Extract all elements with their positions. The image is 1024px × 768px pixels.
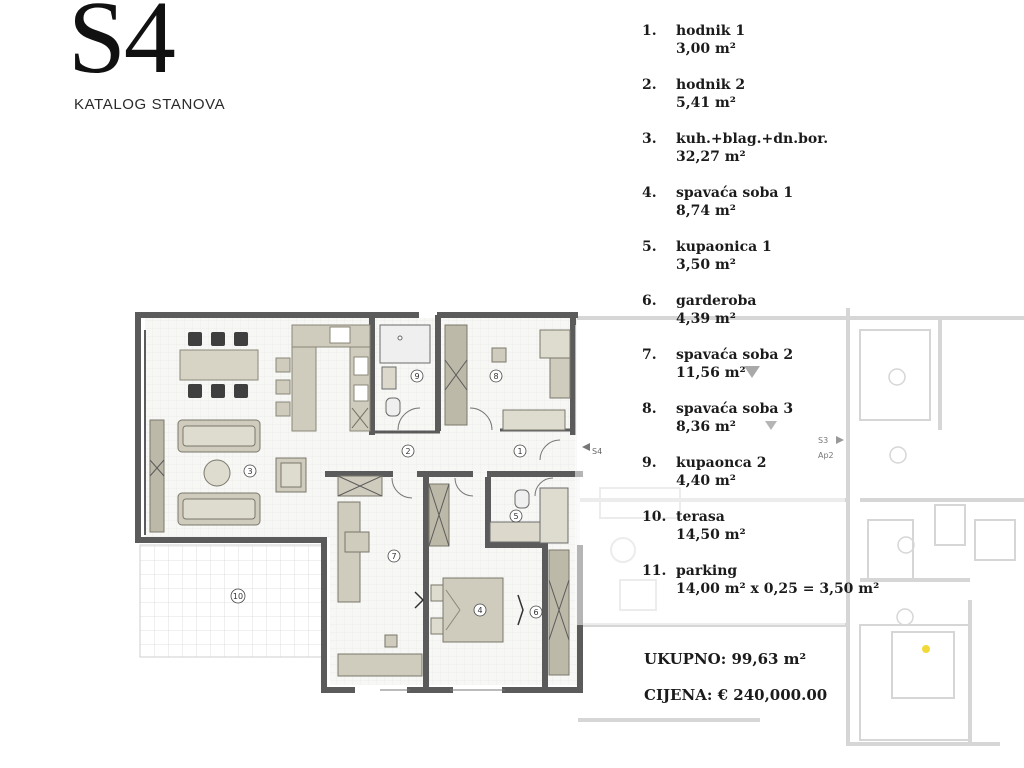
room-number-4 — [473, 603, 487, 617]
marker-dot — [922, 645, 930, 653]
dining-set — [179, 332, 291, 417]
legend-room-area: 14,50 m² — [676, 527, 746, 543]
legend-room-name: garderoba — [676, 293, 757, 309]
legend-backdrop — [575, 325, 845, 625]
entrance-label-s4: S4 — [592, 447, 602, 456]
legend-room-area: 11,56 m² — [676, 365, 746, 381]
room-number-3 — [243, 464, 257, 478]
legend-room-name: spavaća soba 2 — [676, 347, 794, 363]
legend-room-area: 8,36 m² — [676, 419, 736, 435]
legend-room-area: 5,41 m² — [676, 95, 736, 111]
room-number-2 — [401, 444, 415, 458]
legend-room-area: 8,74 m² — [676, 203, 736, 219]
legend-number: 4. — [642, 185, 657, 201]
legend-room-area: 3,50 m² — [676, 257, 736, 273]
room-number-6 — [529, 605, 543, 619]
legend-number: 5. — [642, 239, 657, 255]
legend-number: 3. — [642, 131, 657, 147]
page-title: S4 — [68, 0, 176, 95]
room-number-text: 10 — [233, 592, 243, 601]
room-number-text: 4 — [477, 606, 482, 615]
room-number-text: 9 — [414, 372, 419, 381]
bedroom-2-furniture — [337, 501, 423, 677]
room-number-7 — [387, 549, 401, 563]
legend-number: 7. — [642, 347, 657, 363]
living-room-furniture — [149, 419, 307, 533]
entrance-label-ap2: Ap2 — [818, 451, 834, 460]
legend-room-name: kupaonca 2 — [676, 455, 767, 471]
room-number-1 — [513, 444, 527, 458]
doors — [380, 407, 561, 691]
room-number-8 — [489, 369, 503, 383]
legend-room-name: spavaća soba 3 — [676, 401, 794, 417]
legend-number: 10. — [642, 509, 667, 525]
legend-room-name: spavaća soba 1 — [676, 185, 794, 201]
bedroom-1-furniture — [414, 549, 570, 676]
neighbour-apartment-ghost — [575, 308, 1024, 746]
legend-room-name: kuh.+blag.+dn.bor. — [676, 131, 829, 147]
legend-number: 1. — [642, 23, 657, 39]
room-number-9 — [410, 369, 424, 383]
room-number-text: 7 — [391, 552, 396, 561]
room-number-text: 6 — [533, 608, 538, 617]
room-number-10 — [230, 588, 246, 604]
legend-number: 8. — [642, 401, 657, 417]
legend-room-area: 4,40 m² — [676, 473, 736, 489]
catalog-subtitle: KATALOG STANOVA — [74, 96, 226, 113]
kitchen-counter — [291, 324, 371, 432]
terrace — [139, 544, 325, 658]
bathroom-1-fixtures — [489, 487, 569, 544]
legend-room-name: hodnik 2 — [676, 77, 746, 93]
entrance-markers: S4 S3 Ap2 — [582, 366, 844, 460]
room-number-text: 3 — [247, 467, 252, 476]
legend-number: 2. — [642, 77, 657, 93]
legend-room-area: 4,39 m² — [676, 311, 736, 327]
legend-room-name: kupaonica 1 — [676, 239, 772, 255]
legend-room-name: terasa — [676, 509, 725, 525]
legend-room-name: hodnik 1 — [676, 23, 746, 39]
legend-number: 11. — [642, 563, 667, 579]
total-area: UKUPNO: 99,63 m² — [644, 650, 807, 668]
corridor-details — [337, 475, 450, 547]
room-number-text: 5 — [513, 512, 518, 521]
legend-number: 9. — [642, 455, 657, 471]
bathroom-2-fixtures — [379, 324, 431, 417]
room-number-text: 1 — [517, 447, 522, 456]
legend-room-area: 32,27 m² — [676, 149, 746, 165]
room-number-text: 8 — [493, 372, 498, 381]
room-number-5 — [509, 509, 523, 523]
room-numbers — [230, 369, 543, 619]
entrance-label-s3: S3 — [818, 436, 828, 445]
bedroom-3-furniture — [444, 324, 571, 431]
walls — [135, 312, 583, 693]
legend-number: 6. — [642, 293, 657, 309]
price: CIJENA: € 240,000.00 — [644, 686, 828, 704]
legend-room-name: parking — [676, 563, 738, 579]
legend-room-area: 3,00 m² — [676, 41, 736, 57]
legend-room-area: 14,00 m² x 0,25 = 3,50 m² — [676, 581, 880, 597]
room-number-text: 2 — [405, 447, 410, 456]
